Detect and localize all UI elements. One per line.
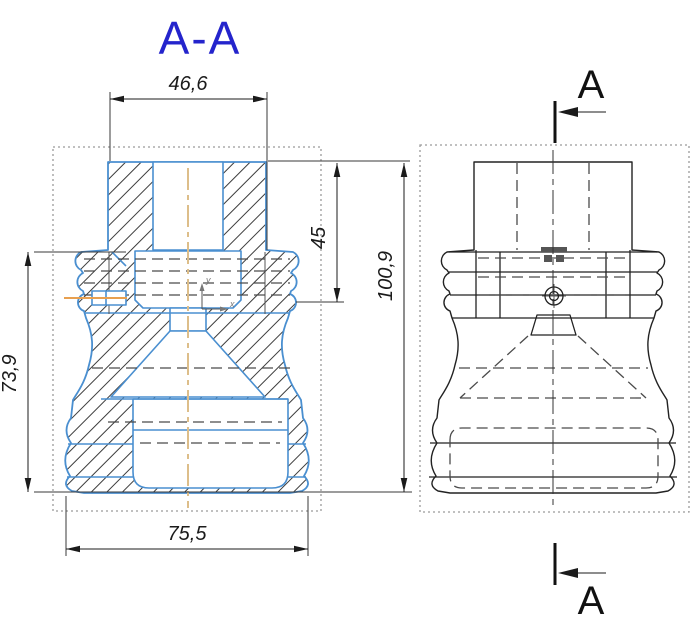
dim-text-base-width: 75,5 <box>168 523 208 545</box>
dim-text-top-width: 46,6 <box>169 73 209 95</box>
dim-text-overall-height: 100,9 <box>375 251 397 301</box>
section-label-top: A <box>578 63 605 107</box>
dimension-base-width[interactable]: 75,5 <box>65 496 309 556</box>
axis-label-y: y <box>205 275 211 285</box>
sketch-origin-axes: y x <box>199 275 235 312</box>
side-view[interactable] <box>429 150 677 510</box>
selection-box-side-view[interactable] <box>419 144 690 513</box>
selection-box-section-view[interactable] <box>52 146 322 512</box>
ring-tangent-lines <box>67 443 306 478</box>
axis-label-x: x <box>229 299 235 309</box>
side-hole-front-view <box>542 284 566 308</box>
section-label-bottom: A <box>578 579 605 623</box>
section-arrow-top <box>558 107 578 117</box>
section-view-title: A-A <box>159 12 242 64</box>
section-view-aa[interactable]: y x <box>64 161 310 508</box>
section-cut-marker-bottom: A <box>553 543 606 623</box>
slot-hidden-marks <box>541 247 567 262</box>
inner-boss-outline <box>530 314 577 336</box>
dim-text-thread-depth: 45 <box>308 226 330 249</box>
dimension-thread-depth[interactable]: 45 <box>268 160 410 303</box>
dimension-top-width[interactable]: 46,6 <box>109 73 268 250</box>
section-cut-marker-top: A <box>553 63 606 143</box>
dimension-overall-height[interactable]: 100,9 <box>312 163 412 493</box>
dimension-body-height[interactable]: 73,9 <box>0 251 330 493</box>
section-arrow-bottom <box>558 568 578 578</box>
dim-text-body-height: 73,9 <box>0 355 21 394</box>
